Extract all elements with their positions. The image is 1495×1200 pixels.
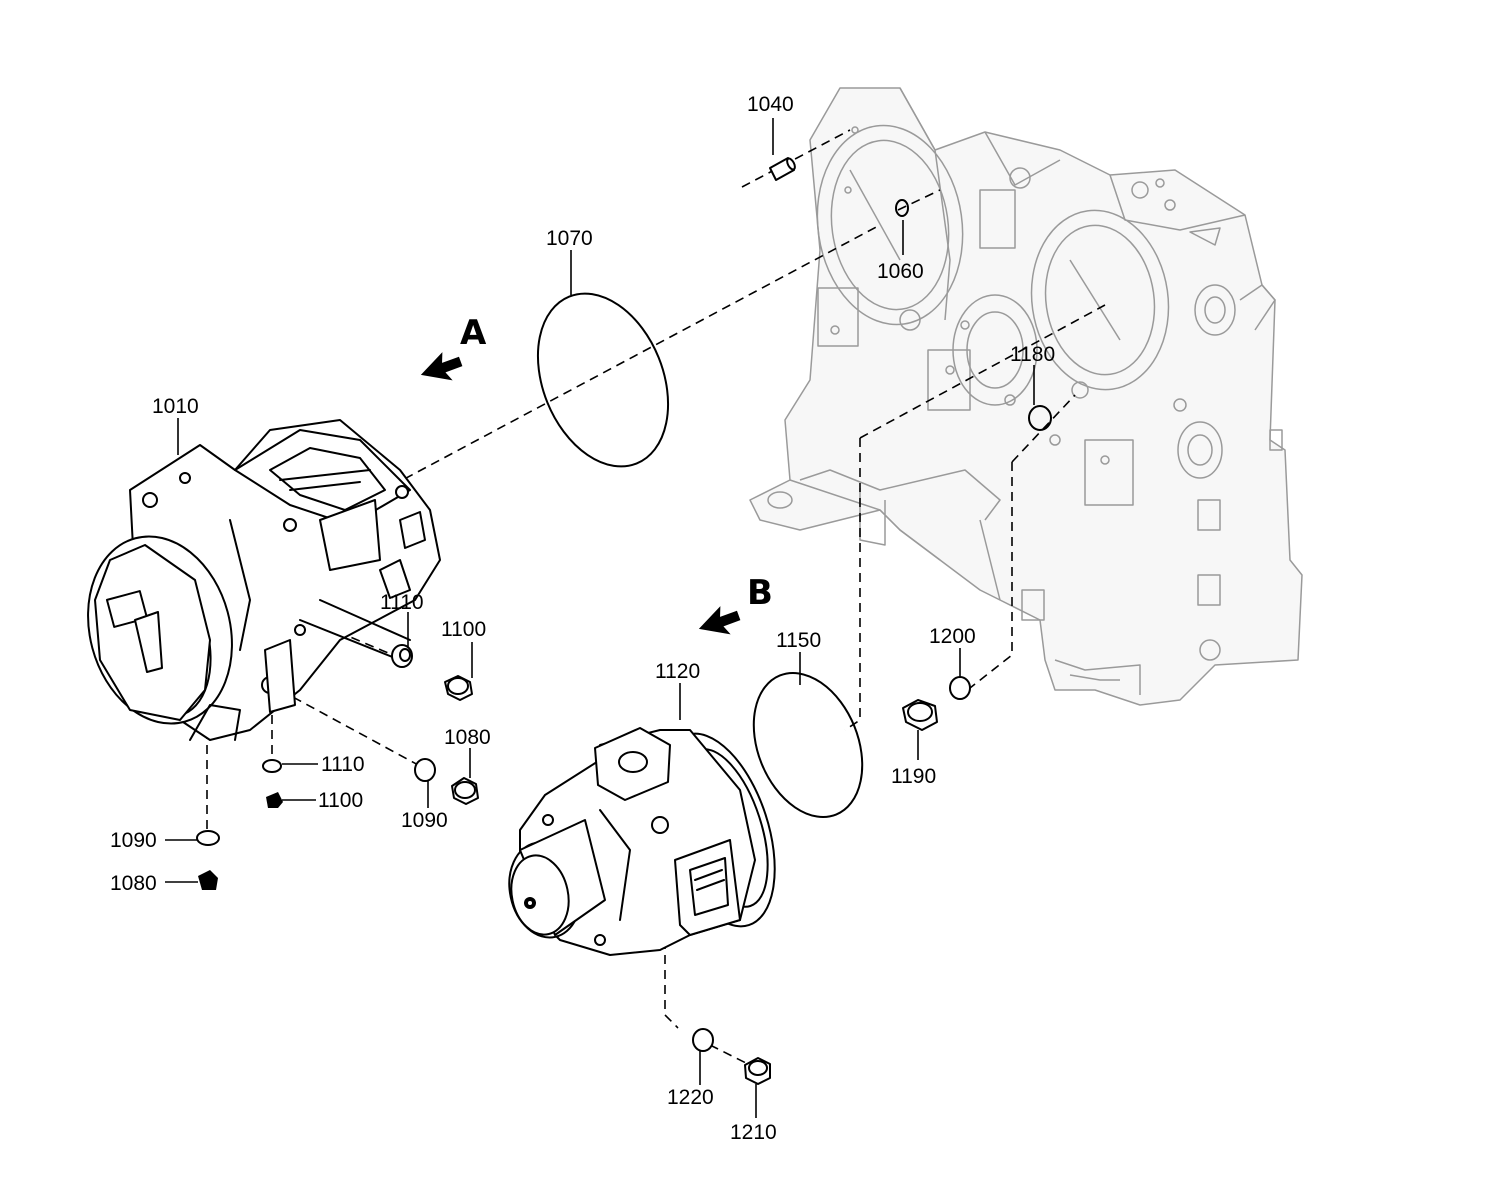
part-label-1110-top: 1110: [380, 591, 424, 614]
part-label-1200: 1200: [929, 625, 976, 648]
part-labels: 1040 1060 1070 1010 1180 1110 1100 1120 …: [110, 93, 1055, 1144]
seal-ring-1090-left: [196, 830, 220, 846]
part-label-1120: 1120: [655, 660, 700, 683]
part-label-1090-left: 1090: [110, 829, 157, 852]
part-label-1190: 1190: [891, 765, 936, 788]
view-arrow-a: A: [420, 313, 487, 381]
part-label-1040: 1040: [747, 93, 794, 116]
plug-1210: [744, 1057, 771, 1085]
o-ring-1180: [1028, 405, 1052, 431]
plug-1080-left: [198, 870, 218, 890]
plug-1190: [902, 699, 938, 731]
part-label-1090-center: 1090: [401, 809, 448, 832]
part-label-1100-top: 1100: [441, 618, 486, 641]
seal-ring-1110-top: [391, 644, 413, 668]
part-label-1100-bottom: 1100: [318, 789, 363, 812]
part-label-1110-bottom: 1110: [321, 753, 365, 776]
view-label-a: A: [460, 313, 487, 353]
part-label-1220: 1220: [667, 1086, 714, 1109]
o-ring-1150: [752, 671, 864, 819]
seal-ring-1220: [692, 1028, 714, 1052]
plug-1080-center: [451, 777, 479, 805]
part-label-1150: 1150: [776, 629, 821, 652]
seal-ring-1090-center: [414, 758, 436, 782]
part-label-1080-left: 1080: [110, 872, 157, 895]
part-label-1080-center: 1080: [444, 726, 491, 749]
transmission-housing: [749, 87, 1303, 706]
leader-lines: [165, 118, 1035, 1118]
plug-1100-top: [444, 675, 473, 701]
seal-ring-1110-bottom: [262, 759, 282, 773]
plug-1100-bottom: [266, 792, 283, 808]
view-label-b: B: [747, 573, 773, 613]
part-label-1070: 1070: [546, 227, 593, 250]
part-label-1180: 1180: [1010, 343, 1055, 366]
o-ring-1060: [895, 199, 909, 217]
part-label-1010: 1010: [152, 395, 199, 418]
o-ring-1070: [536, 292, 670, 468]
part-label-1210: 1210: [730, 1121, 777, 1144]
view-arrow-b: B: [698, 573, 773, 635]
part-label-1060: 1060: [877, 260, 924, 283]
pin-1040: [769, 157, 796, 181]
pump-1010: [87, 419, 441, 741]
seal-ring-1200: [949, 676, 971, 700]
pump-1120: [508, 727, 776, 956]
